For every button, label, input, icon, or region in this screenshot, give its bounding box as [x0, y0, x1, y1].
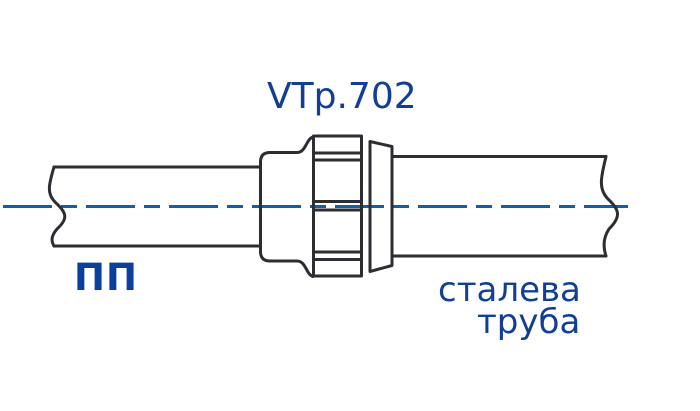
steel-pipe-label-line1: сталева	[438, 270, 581, 310]
fitting-collar-outline	[368, 140, 394, 273]
steel-pipe-outline	[391, 155, 608, 258]
union-nut-facet-lines	[312, 151, 363, 261]
pp-pipe-break-line	[47, 165, 67, 248]
fitting-socket-outline	[259, 135, 315, 278]
pp-pipe-label: ПП	[74, 256, 138, 299]
pp-pipe-outline	[52, 165, 261, 248]
drawing-outlines	[47, 134, 619, 278]
union-nut-outline	[312, 134, 363, 278]
part-number-label: VTp.702	[267, 76, 417, 117]
steel-pipe-label-line2: труба	[477, 302, 581, 342]
steel-pipe-break-line	[599, 155, 619, 258]
